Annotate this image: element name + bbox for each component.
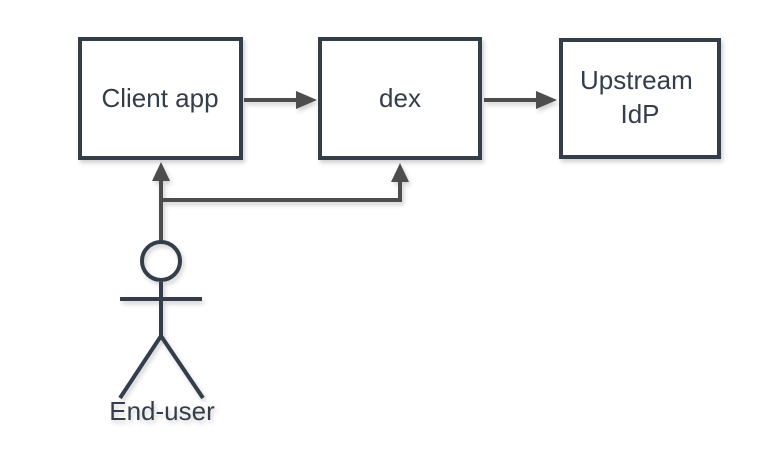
actor-leg-right — [159, 334, 205, 400]
actor-end-user-label: End-user — [109, 396, 215, 426]
node-client-app-label: Client app — [101, 83, 218, 113]
end-user-actor-icon — [118, 240, 205, 400]
edges-layer — [159, 98, 537, 241]
node-upstream-idp-label: Upstream IdP — [580, 65, 700, 129]
arrowhead-into-client-app-icon — [152, 162, 170, 181]
node-boxes — [78, 37, 721, 160]
edge-arrowheads-layer — [152, 91, 557, 182]
nodes-layer — [78, 37, 721, 160]
arrowhead-into-dex-bottom-icon — [391, 163, 409, 182]
actor-head — [140, 240, 182, 282]
node-dex-box — [318, 37, 482, 160]
arrowhead-into-dex-icon — [296, 91, 317, 109]
arrowhead-into-upstream-idp-icon — [536, 91, 557, 109]
edge-end-user-to-dex — [161, 181, 402, 202]
node-dex-label: dex — [379, 83, 421, 113]
node-upstream-idp-label-line-2: IdP — [620, 99, 659, 129]
node-client-app-box — [78, 37, 243, 160]
actor-leg-left — [118, 334, 163, 400]
node-upstream-idp-box — [559, 38, 721, 159]
labels-layer: Client app dex Upstream IdP End-user — [101, 65, 700, 426]
node-upstream-idp-label-line-1: Upstream — [580, 65, 693, 95]
